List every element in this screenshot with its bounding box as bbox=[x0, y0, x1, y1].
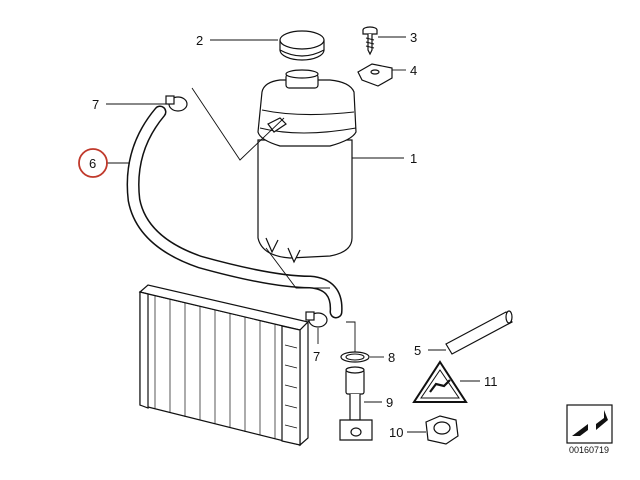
callout-11: 11 bbox=[484, 374, 498, 389]
highlight-circle bbox=[78, 148, 108, 178]
callout-7-lower: 7 bbox=[313, 349, 320, 364]
rod bbox=[445, 310, 513, 355]
bracket bbox=[357, 63, 393, 87]
leader-lines bbox=[106, 36, 480, 433]
document-arrow-icon bbox=[566, 404, 613, 444]
screw bbox=[362, 26, 378, 56]
o-ring bbox=[340, 351, 370, 363]
callout-3: 3 bbox=[410, 30, 417, 45]
radiator bbox=[138, 284, 310, 447]
hose-clamp-upper bbox=[165, 95, 188, 112]
callout-5: 5 bbox=[414, 343, 421, 358]
warning-triangle-icon bbox=[412, 360, 468, 403]
hose-clamp-lower bbox=[305, 311, 328, 328]
callout-9: 9 bbox=[386, 395, 393, 410]
filler-cap bbox=[279, 30, 325, 61]
callout-7-upper: 7 bbox=[92, 97, 99, 112]
callout-6: 6 bbox=[89, 156, 96, 171]
callout-10: 10 bbox=[389, 425, 403, 440]
callout-8: 8 bbox=[388, 350, 395, 365]
diagram-code: 00160719 bbox=[569, 445, 609, 455]
nut bbox=[425, 415, 459, 445]
callout-2: 2 bbox=[196, 33, 203, 48]
callout-1: 1 bbox=[410, 151, 417, 166]
expansion-tank bbox=[257, 69, 357, 264]
level-sensor bbox=[339, 366, 373, 441]
callout-4: 4 bbox=[410, 63, 417, 78]
coolant-hose bbox=[126, 87, 343, 319]
